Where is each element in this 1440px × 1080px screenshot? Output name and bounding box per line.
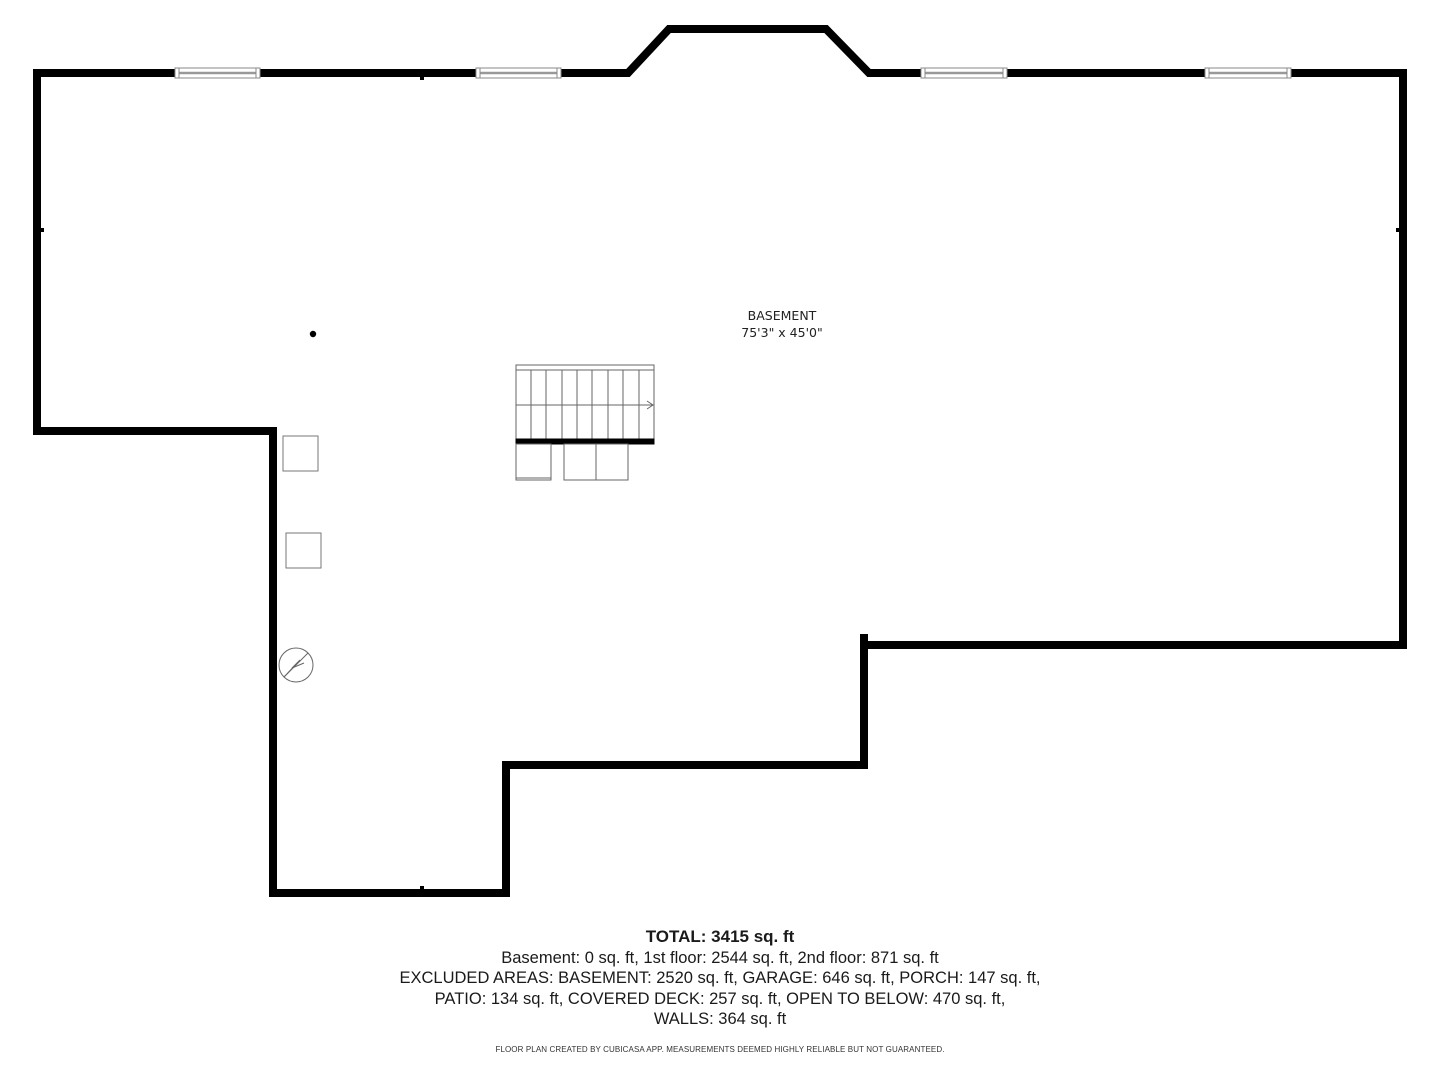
- room-label: BASEMENT 75'3" x 45'0": [682, 307, 882, 341]
- total-area: TOTAL: 3415 sq. ft: [645, 927, 795, 946]
- post-icon: [309, 330, 317, 338]
- fixture-box-icon: [285, 532, 322, 569]
- exterior-walls: [33, 25, 1407, 897]
- excluded-areas-line-1: EXCLUDED AREAS: BASEMENT: 2520 sq. ft, G…: [399, 969, 1041, 987]
- tick-marker: [420, 886, 424, 889]
- fixture-box-icon: [282, 435, 319, 472]
- excluded-areas-line-2: PATIO: 134 sq. ft, COVERED DECK: 257 sq.…: [434, 989, 1006, 1008]
- tick-marker: [1396, 228, 1399, 232]
- stairs-icon: [515, 364, 655, 481]
- disclaimer: FLOOR PLAN CREATED BY CUBICASA APP. MEAS…: [495, 1045, 945, 1054]
- stair-direction-arrow: [646, 400, 654, 410]
- window-icon: [1204, 67, 1292, 79]
- wall-stub: [860, 634, 868, 646]
- wall-outline: [33, 25, 1407, 897]
- electrical-panel-icon: [278, 647, 314, 683]
- dimension-ticks: [41, 77, 1399, 889]
- window-icon: [920, 67, 1008, 79]
- window-icon: [174, 67, 261, 79]
- windows: [174, 67, 1292, 79]
- floor-areas: Basement: 0 sq. ft, 1st floor: 2544 sq. …: [501, 948, 939, 967]
- area-summary: TOTAL: 3415 sq. ft Basement: 0 sq. ft, 1…: [320, 927, 1120, 1030]
- excluded-areas-line-3: WALLS: 364 sq. ft: [653, 1010, 787, 1028]
- room-dimensions: 75'3" x 45'0": [741, 325, 823, 340]
- window-icon: [475, 67, 562, 79]
- tick-marker: [41, 228, 44, 232]
- tick-marker: [420, 77, 424, 80]
- room-name: BASEMENT: [747, 308, 817, 323]
